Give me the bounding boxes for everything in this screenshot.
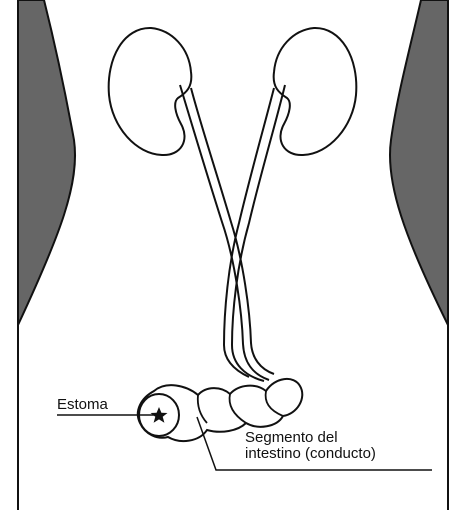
- intestine-segment-label-line-1: Segmento del: [245, 430, 376, 446]
- stoma-label: Estoma: [57, 397, 108, 413]
- intestine-segment-label-line-2: intestino (conducto): [245, 446, 376, 462]
- intestine-segment-label: Segmento del intestino (conducto): [245, 430, 376, 462]
